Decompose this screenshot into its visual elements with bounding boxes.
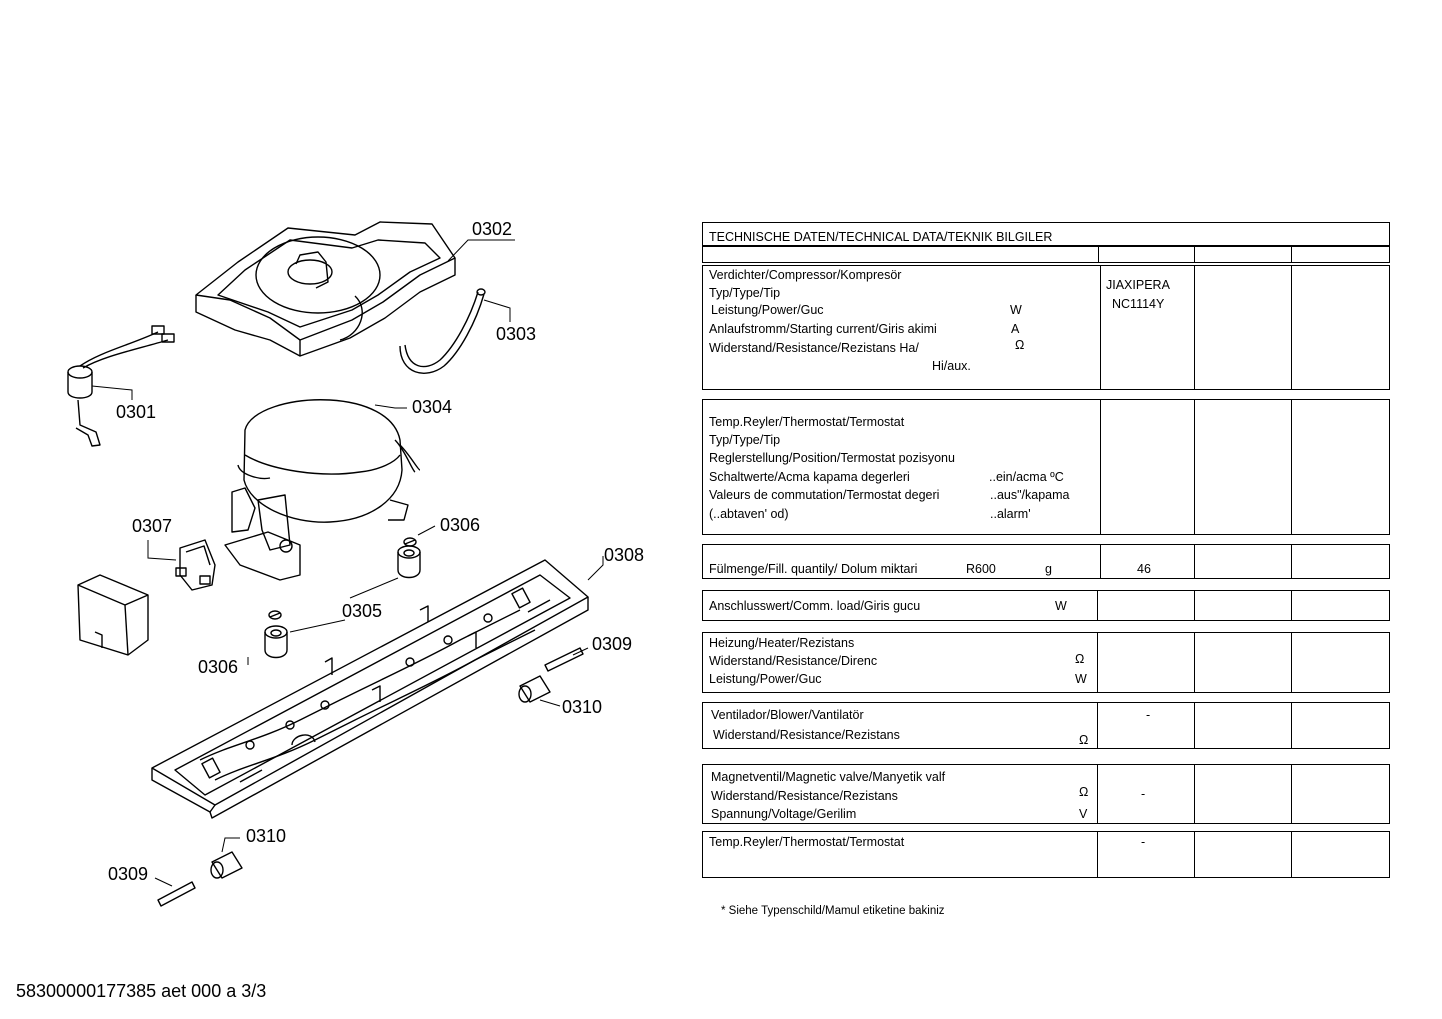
- compressor-line: Typ/Type/Tip: [709, 286, 781, 300]
- valve-line: Magnetventil/Magnetic valve/Manyetik val…: [711, 770, 946, 784]
- thermostat-suffix: ..aus"/kapama: [990, 488, 1070, 502]
- unit-label: Ω: [1079, 785, 1089, 799]
- unit-label: Ω: [1015, 338, 1025, 352]
- thermostat-line: Reglerstellung/Position/Termostat pozisy…: [709, 451, 955, 465]
- compressor-line: Widerstand/Resistance/Rezistans Ha/: [709, 341, 919, 355]
- sleeve-part-0310-lower: [210, 851, 243, 879]
- thermostat2-label: Temp.Reyler/Thermostat/Termostat: [709, 835, 905, 849]
- thermostat-line: (..abtaven' od): [709, 507, 789, 521]
- valve-line: Spannung/Voltage/Gerilim: [711, 807, 857, 821]
- connected-load-row: [702, 590, 1390, 621]
- callout-0303: 0303: [496, 324, 537, 344]
- fill-quantity-value: 46: [1137, 562, 1151, 576]
- compressor-line: Leistung/Power/Guc: [711, 303, 824, 317]
- compressor-line: Anlaufstromm/Starting current/Giris akim…: [709, 322, 937, 336]
- unit-label: W: [1010, 303, 1022, 317]
- compressor-line: Verdichter/Compressor/Kompresör: [709, 268, 902, 282]
- footnote: * Siehe Typenschild/Mamul etiketine baki…: [721, 905, 945, 917]
- compressor-section: [702, 265, 1390, 390]
- callout-0309-lower: 0309: [108, 864, 149, 884]
- pin-part-0309: [544, 647, 584, 672]
- heater-line: Widerstand/Resistance/Direnc: [709, 654, 878, 668]
- unit-label: W: [1055, 599, 1067, 613]
- mounting-rail-part: [151, 559, 589, 819]
- fill-quantity-label: Fülmenge/Fill. quantily/ Dolum miktari: [709, 562, 918, 576]
- thermostat2-value: -: [1141, 835, 1146, 849]
- magnetic-valve-section: [702, 764, 1390, 824]
- capacitor-part: [67, 325, 175, 447]
- sleeve-part-0310: [518, 675, 551, 703]
- thermostat-line: Temp.Reyler/Thermostat/Termostat: [709, 415, 905, 429]
- grommet-part-0306-lower: [264, 610, 288, 659]
- compressor-model: NC1114Y: [1112, 297, 1165, 311]
- connected-load-label: Anschlusswert/Comm. load/Giris gucu: [709, 599, 921, 613]
- unit-label: Ω: [1079, 733, 1089, 747]
- drip-tray-part: [195, 221, 456, 357]
- thermostat-line: Schaltwerte/Acma kapama degerleri: [709, 470, 910, 484]
- blower-line: Ventilador/Blower/Vantilatör: [711, 708, 864, 722]
- compressor-line: Hi/aux.: [932, 359, 971, 373]
- unit-label: A: [1011, 322, 1020, 336]
- exploded-parts-drawing: [67, 221, 604, 907]
- callout-0305: 0305: [342, 601, 383, 621]
- heater-line: Leistung/Power/Guc: [709, 672, 822, 686]
- callout-0308: 0308: [604, 545, 645, 565]
- callout-0310: 0310: [562, 697, 603, 717]
- table-header-row: [702, 246, 1390, 263]
- callout-0309: 0309: [592, 634, 633, 654]
- compressor-make: JIAXIPERA: [1106, 278, 1170, 292]
- pin-part-0309-lower: [157, 881, 196, 907]
- document-number: 58300000177385 aet 000 a 3/3: [16, 981, 267, 1001]
- relay-cover-part: [77, 574, 149, 656]
- callout-0302: 0302: [472, 219, 513, 239]
- unit-label: W: [1075, 672, 1087, 686]
- valve-line: Widerstand/Resistance/Rezistans: [711, 789, 898, 803]
- thermostat-line: Valeurs de commutation/Termostat degeri: [709, 488, 940, 502]
- callout-0306: 0306: [440, 515, 481, 535]
- table-title-row: [702, 222, 1390, 246]
- callout-0306-lower: 0306: [198, 657, 239, 677]
- table-title: TECHNISCHE DATEN/TECHNICAL DATA/TEKNIK B…: [709, 230, 1053, 244]
- callout-0301: 0301: [116, 402, 157, 422]
- thermostat2-section: [702, 831, 1390, 878]
- blower-value: -: [1146, 708, 1151, 722]
- thermostat-line: Typ/Type/Tip: [709, 433, 781, 447]
- heater-section: [702, 632, 1390, 693]
- relay-part: [175, 539, 216, 591]
- unit-label: V: [1079, 807, 1088, 821]
- grommet-part-0306: [397, 537, 421, 579]
- valve-value: -: [1141, 787, 1146, 801]
- callout-0304: 0304: [412, 397, 453, 417]
- unit-label: Ω: [1075, 652, 1085, 666]
- heater-line: Heizung/Heater/Rezistans: [709, 636, 855, 650]
- unit-label: g: [1045, 562, 1052, 576]
- blower-section: [702, 702, 1390, 749]
- hose-part: [404, 291, 479, 368]
- thermostat-suffix: ..alarm': [990, 507, 1031, 521]
- fill-quantity-row: [702, 544, 1390, 579]
- thermostat-suffix: ..ein/acma ºC: [989, 470, 1064, 484]
- blower-line: Widerstand/Resistance/Rezistans: [713, 728, 900, 742]
- callout-0310-lower: 0310: [246, 826, 287, 846]
- thermostat-section: [702, 399, 1390, 535]
- callout-0307: 0307: [132, 516, 173, 536]
- compressor-part: [224, 399, 421, 581]
- refrigerant-type: R600: [966, 562, 996, 576]
